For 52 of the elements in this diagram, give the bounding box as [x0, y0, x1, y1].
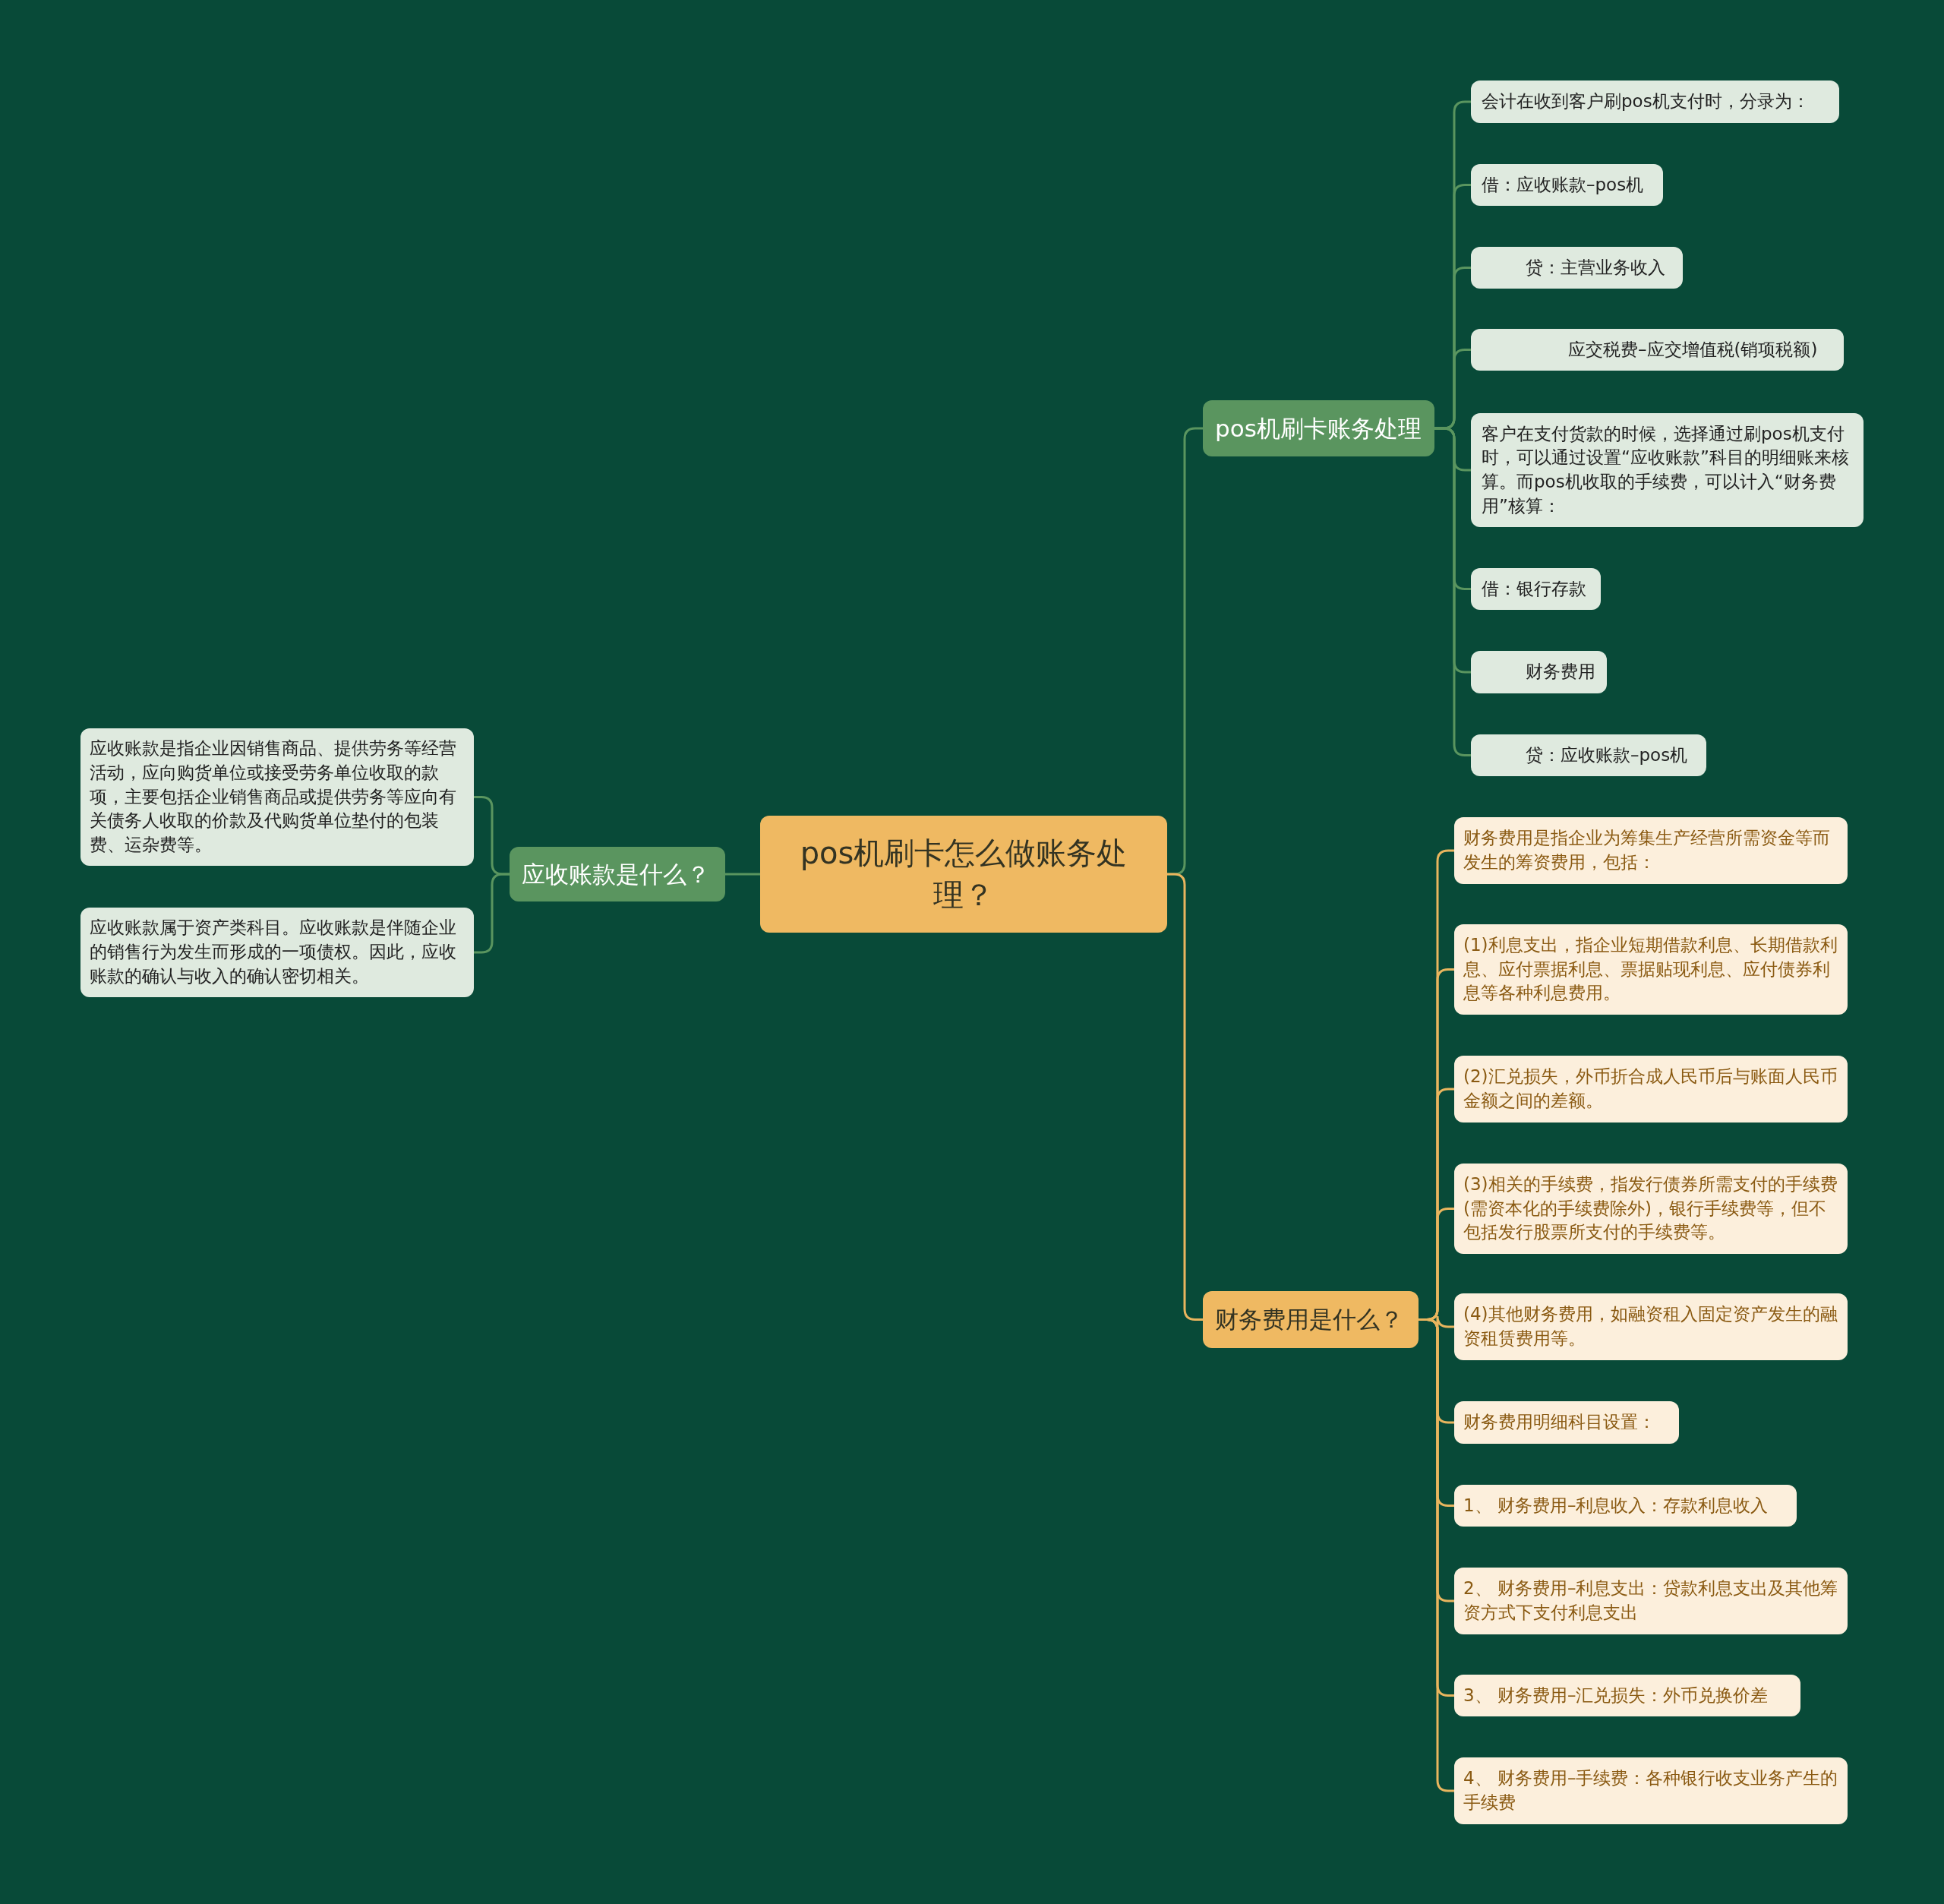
- note-box: [1471, 164, 1663, 206]
- note-box: [1454, 924, 1848, 1015]
- note-box: [1454, 1485, 1797, 1527]
- note-text: (1)利息支出，指企业短期借款利息、长期借款利息、应付票据利息、票据贴现利息、应付债券利息等各种利息费用。: [1463, 933, 1838, 1005]
- note-text: 借：银行存款: [1482, 577, 1587, 600]
- note-box: [1471, 568, 1601, 610]
- note-box: [1454, 1568, 1848, 1634]
- note-text: 客户在支付货款的时候，选择通过刷pos机支付时，可以通过设置“应收账款”科目的明细账来核算。而pos机收取的手续费，可以计入“财务费用”核算：: [1482, 422, 1850, 517]
- note-box: [1454, 1675, 1800, 1716]
- note-box: [80, 728, 474, 866]
- note-text: 贷：应收账款–pos机: [1526, 744, 1689, 766]
- note-text: 应交税费–应交增值税(销项税额): [1568, 338, 1819, 361]
- note-box: [1454, 1401, 1679, 1444]
- topic-text: pos机刷卡账务处理: [1215, 413, 1422, 444]
- note-text: 财务费用明细科目设置：: [1463, 1411, 1656, 1434]
- note-box: [1454, 1164, 1848, 1254]
- note-box: [1471, 329, 1844, 371]
- note-box: [1471, 734, 1706, 776]
- note-box: [1454, 817, 1848, 884]
- note-box: [1454, 1293, 1848, 1360]
- note-text: 财务费用是指企业为筹集生产经营所需资金等而发生的筹资费用，包括：: [1463, 827, 1831, 873]
- topic-box: [510, 847, 725, 901]
- note-text: 会计在收到客户刷pos机支付时，分录为：: [1482, 90, 1810, 113]
- central-topic-text: pos机刷卡怎么做账务处理？: [799, 834, 1128, 914]
- note-box: [1454, 1757, 1848, 1824]
- note-text: 4、 财务费用–手续费：各种银行收支业务产生的手续费: [1463, 1767, 1838, 1814]
- note-text: 3、 财务费用–汇兑损失：外币兑换价差: [1463, 1684, 1769, 1707]
- central-topic-box: [760, 816, 1167, 933]
- note-text: 财务费用: [1526, 661, 1596, 684]
- note-text: 贷：主营业务收入: [1526, 256, 1666, 279]
- connector-line: [1434, 427, 1471, 756]
- note-box: [1454, 1056, 1848, 1123]
- connector-line: [1167, 873, 1203, 1321]
- note-box: [1471, 413, 1864, 527]
- topic-box: [1203, 1291, 1419, 1348]
- note-box: [1471, 81, 1839, 123]
- connector-line: [725, 873, 760, 876]
- note-box: [80, 908, 474, 997]
- note-text: (3)相关的手续费，指发行债券所需支付的手续费(需资本化的手续费除外)，银行手续费等，但不包括发行股票所支付的手续费等。: [1463, 1173, 1838, 1244]
- topic-text: 财务费用是什么？: [1215, 1305, 1404, 1335]
- topic-box: [1203, 400, 1434, 456]
- note-text: (2)汇兑损失，外币折合成人民币后与账面人民币金额之间的差额。: [1463, 1066, 1838, 1112]
- note-text: 2、 财务费用–利息支出：贷款利息支出及其他筹资方式下支付利息支出: [1463, 1577, 1838, 1624]
- connector-line: [474, 873, 510, 954]
- note-text: 应收账款属于资产类科目。应收账款是伴随企业的销售行为发生而形成的一项债权。因此，应收账款的确认与收入的确认密切相关。: [90, 917, 457, 987]
- note-text: 借：应收账款–pos机: [1482, 173, 1645, 196]
- note-text: (4)其他财务费用，如融资租入固定资产发生的融资租赁费用等。: [1463, 1303, 1838, 1350]
- note-box: [1471, 651, 1607, 693]
- note-box: [1471, 247, 1683, 289]
- topic-text: 应收账款是什么？: [522, 859, 711, 889]
- note-text: 应收账款是指企业因销售商品、提供劳务等经营活动，应向购货单位或接受劳务单位收取的款项，主要包括企业销售商品或提供劳务等应向有关债务人收取的价款及代购货单位垫付的包装费、运杂费等。: [90, 737, 457, 857]
- note-text: 1、 财务费用–利息收入：存款利息收入: [1463, 1494, 1769, 1517]
